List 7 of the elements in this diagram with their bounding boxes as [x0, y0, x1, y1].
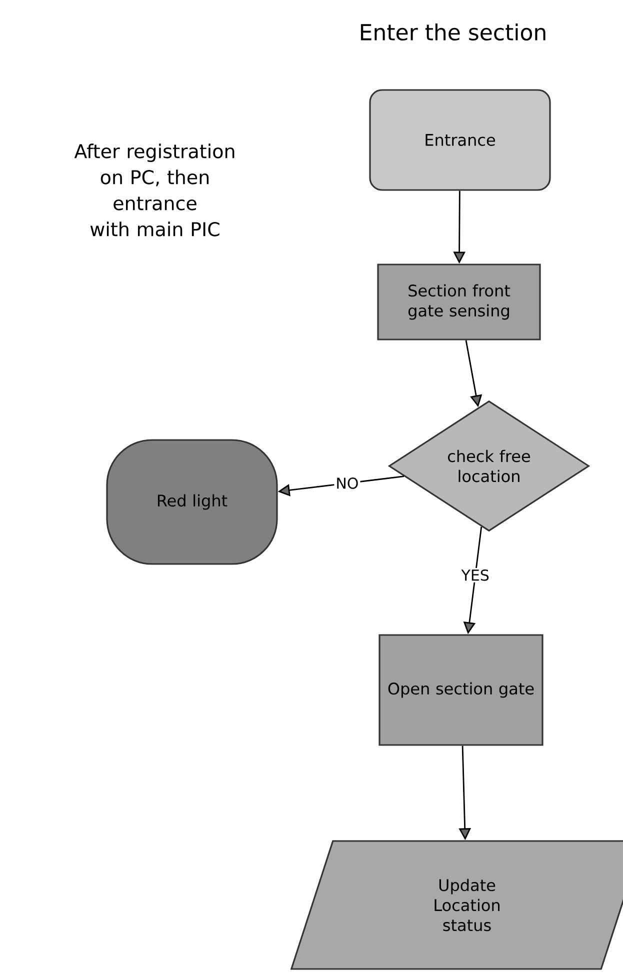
- title: Enter the section: [360, 24, 546, 41]
- edge-label: NO: [334, 476, 360, 490]
- process-box: Section front gate sensing: [377, 264, 541, 340]
- edge-label: YES: [460, 568, 491, 582]
- process-box: Open section gate: [378, 634, 544, 746]
- process-box: Entrance: [369, 89, 551, 191]
- note-text: After registration on PC, then entrance with main PIC: [74, 144, 234, 236]
